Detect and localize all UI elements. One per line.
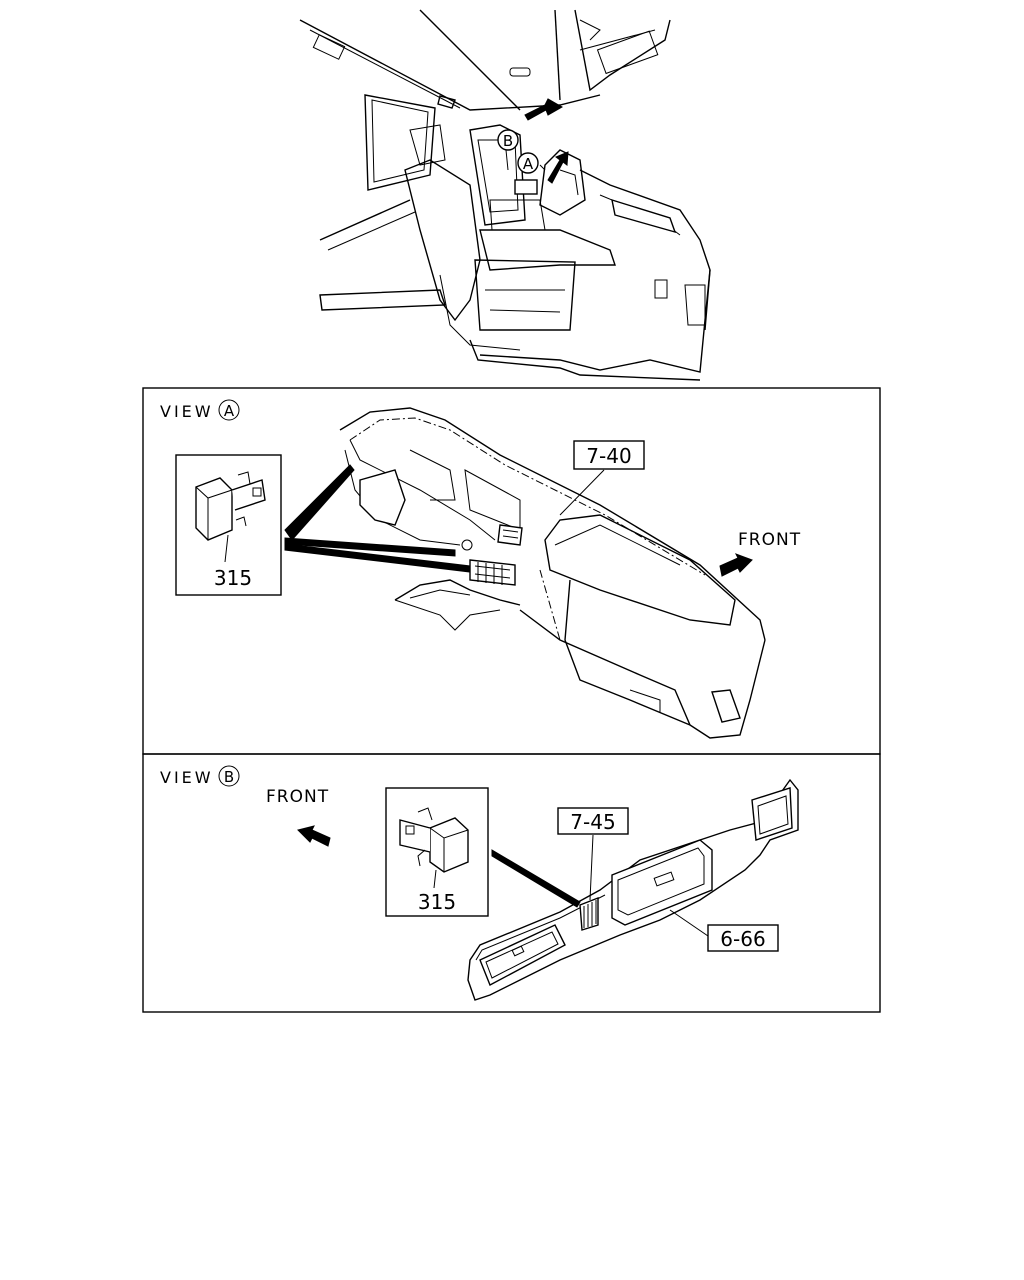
view-b-part-number: 315 [418,890,456,914]
front-arrow-right-icon [719,553,753,577]
view-b-part-box [385,787,489,917]
view-b-panel: VIEW B FRONT 315 [142,753,881,1013]
callout-a-marker: A [517,152,539,174]
switch-part-icon-b [399,807,469,889]
view-a-panel: VIEW A 315 [142,387,881,755]
instrument-panel-drawing [339,407,766,739]
view-b-circle-letter: B [224,768,234,786]
ref-label-7-45: 7-45 [570,810,615,834]
front-arrow-left-icon [297,825,331,847]
view-a-part-number: 315 [214,566,252,590]
view-a-label: VIEW [160,402,214,421]
view-a-front-label: FRONT [738,530,801,550]
view-a-part-box [175,454,282,596]
ref-label-7-45-box [557,807,629,835]
view-a-circle-letter: A [224,402,235,420]
svg-text:B: B [503,132,513,150]
callout-b-marker: B [497,129,519,151]
ref-label-6-66-box [707,924,779,952]
ref-label-7-40: 7-40 [586,444,631,468]
view-b-label: VIEW [160,768,214,787]
view-b-front-label: FRONT [266,787,329,807]
overhead-console-drawing [467,778,799,1001]
switch-part-icon [195,471,266,563]
ref-label-6-66: 6-66 [720,927,765,951]
svg-text:A: A [523,155,534,173]
cab-interior-overview: B A [299,9,711,381]
ref-label-7-40-box [573,440,645,470]
